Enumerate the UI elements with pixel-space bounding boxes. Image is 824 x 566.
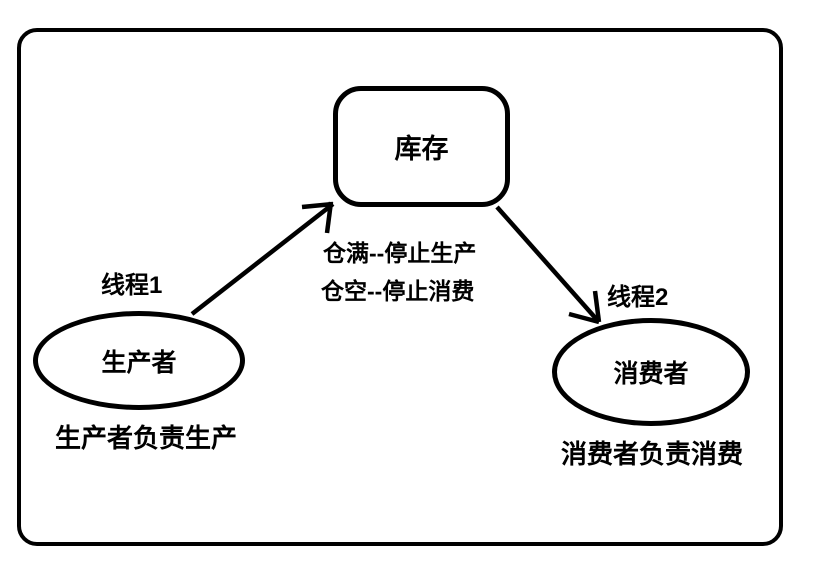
producer-caption: 生产者负责生产 [55, 423, 238, 453]
inventory-label: 库存 [394, 134, 449, 164]
inventory-to-consumer-arrow [495, 205, 602, 325]
producer-label: 生产者 [101, 348, 177, 377]
producer-ellipse: 生产者 [33, 311, 245, 410]
diagram-frame [17, 28, 783, 546]
inventory-box: 库存 [333, 86, 510, 207]
consumer-thread-label: 线程2 [607, 284, 669, 311]
producer-thread-label: 线程1 [101, 272, 163, 299]
consumer-caption: 消费者负责消费 [561, 439, 744, 469]
consumer-ellipse: 消费者 [552, 318, 750, 426]
rule-warehouse-full: 仓满--停止生产 [323, 240, 477, 266]
rule-warehouse-empty: 仓空--停止消费 [321, 278, 475, 304]
producer-to-inventory-arrow [190, 201, 335, 316]
consumer-label: 消费者 [613, 360, 689, 388]
